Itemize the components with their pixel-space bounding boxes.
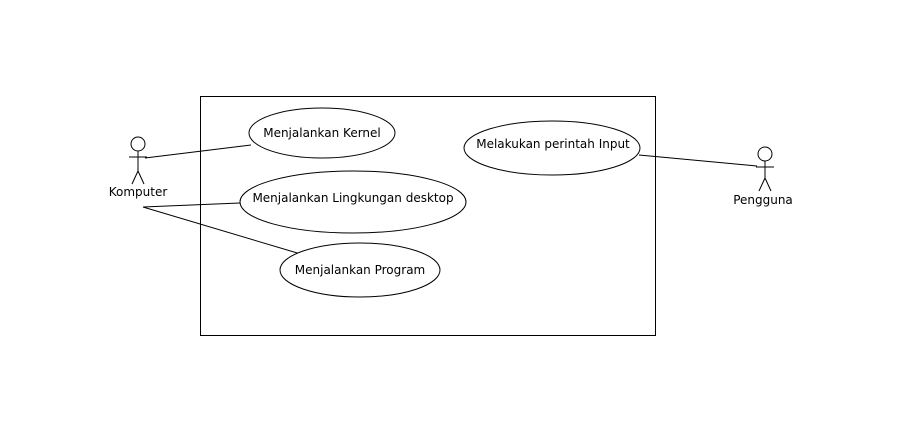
stick-figure-icon: [129, 136, 147, 185]
actor-label: Komputer: [109, 185, 168, 199]
actor-komputer[interactable]: Komputer: [109, 136, 168, 199]
actor-label: Pengguna: [733, 193, 793, 207]
use-case-label: Menjalankan Program: [295, 263, 425, 277]
use-case-ellipse: [279, 242, 441, 298]
actor-pengguna[interactable]: Pengguna: [733, 146, 793, 207]
use-case-ellipse: [463, 120, 641, 176]
stick-figure-icon: [756, 146, 774, 192]
use-case-ellipse: [239, 170, 467, 234]
use-case-menjalankan-program[interactable]: Menjalankan Program: [279, 242, 441, 298]
use-case-melakukan-perintah-input[interactable]: Melakukan perintah Input: [463, 120, 641, 176]
use-case-label: Menjalankan Lingkungan desktop: [252, 191, 453, 205]
use-case-menjalankan-kernel[interactable]: Menjalankan Kernel: [248, 107, 396, 159]
use-case-label: Menjalankan Kernel: [263, 126, 381, 140]
association-komputer-program: [142, 206, 305, 256]
use-case-label: Melakukan perintah Input: [476, 137, 630, 151]
use-case-menjalankan-lingkungan-desktop[interactable]: Menjalankan Lingkungan desktop: [239, 170, 467, 234]
association-komputer-desktop: [142, 202, 241, 208]
association-pengguna-input: [638, 154, 758, 167]
association-komputer-kernel: [144, 144, 252, 159]
use-case-ellipse: [248, 107, 396, 159]
